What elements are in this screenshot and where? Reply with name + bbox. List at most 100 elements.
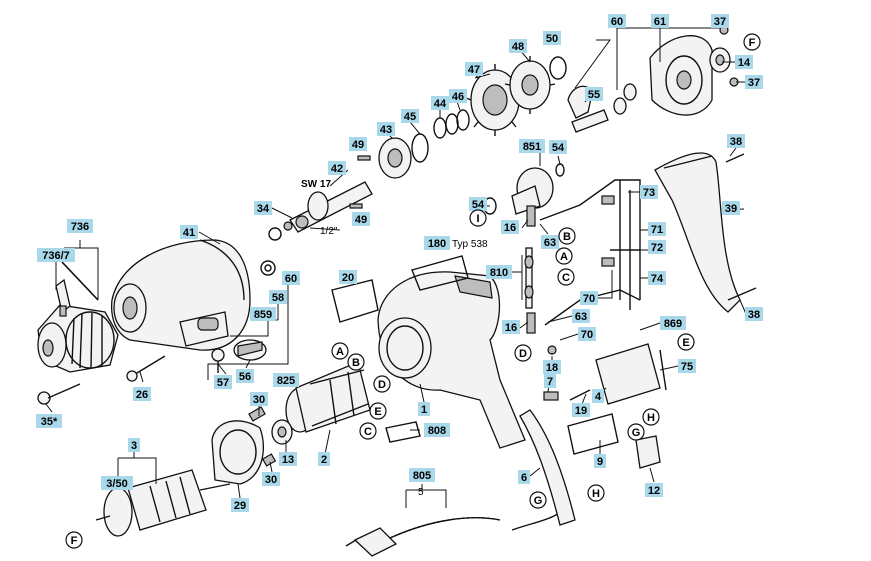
label-75: 75	[678, 359, 696, 373]
label-3: 3	[128, 438, 140, 452]
svg-text:54: 54	[552, 142, 565, 154]
screw-26	[126, 355, 166, 382]
circle-b-wiring: B	[558, 227, 576, 245]
label-1: 1	[418, 402, 430, 416]
circle-e-stator: E	[369, 402, 387, 420]
svg-text:30: 30	[265, 474, 277, 486]
svg-text:39: 39	[725, 203, 737, 215]
label-47: 47	[465, 62, 483, 76]
svg-text:38: 38	[748, 309, 760, 321]
svg-text:13: 13	[282, 454, 294, 466]
svg-text:19: 19	[575, 405, 587, 417]
svg-text:B: B	[352, 357, 360, 369]
label-57: 57	[214, 375, 232, 389]
label-35: 35*	[36, 414, 62, 428]
label-810: 810	[486, 265, 512, 279]
svg-text:29: 29	[234, 500, 246, 512]
svg-text:60: 60	[611, 16, 623, 28]
svg-text:2: 2	[321, 454, 327, 466]
svg-text:808: 808	[428, 425, 446, 437]
svg-text:3: 3	[131, 440, 137, 452]
svg-text:A: A	[336, 346, 344, 358]
thread-size-note: 1/2"	[320, 226, 338, 237]
label-73: 73	[640, 185, 658, 199]
reference-circles: F F A B D E C I B A C D E H G G H	[65, 33, 761, 549]
label-63: 63	[541, 235, 559, 249]
label-736: 736	[67, 219, 93, 233]
circle-a-wiring: A	[555, 247, 573, 265]
label-55: 55	[585, 87, 603, 101]
label-4: 4	[592, 389, 604, 403]
label-70: 70	[580, 291, 598, 305]
label-20: 20	[339, 270, 357, 284]
svg-text:869: 869	[664, 318, 682, 330]
svg-text:50: 50	[546, 33, 558, 45]
circle-c-wiring: C	[557, 268, 575, 286]
svg-text:18: 18	[546, 362, 558, 374]
label-180: 180	[424, 236, 450, 250]
svg-text:H: H	[592, 488, 600, 500]
label-54b: 54	[469, 197, 487, 211]
label-808: 808	[424, 423, 450, 437]
label-37b: 37	[745, 75, 763, 89]
label-61: 61	[651, 14, 669, 28]
label-48: 48	[509, 39, 527, 53]
svg-text:B: B	[563, 231, 571, 243]
label-825: 825	[273, 373, 299, 387]
label-736-7: 736/7	[37, 248, 75, 262]
svg-text:H: H	[647, 412, 655, 424]
svg-text:42: 42	[331, 163, 343, 175]
circle-g-switch: G	[627, 423, 645, 441]
svg-text:F: F	[749, 37, 756, 49]
stator	[285, 361, 371, 433]
svg-text:49: 49	[352, 139, 364, 151]
label-805: 805	[409, 468, 435, 482]
svg-text:851: 851	[523, 141, 541, 153]
svg-text:54: 54	[472, 199, 485, 211]
svg-text:9: 9	[597, 456, 603, 468]
svg-text:49: 49	[355, 214, 367, 226]
svg-text:38: 38	[730, 136, 742, 148]
svg-text:3/50: 3/50	[106, 478, 127, 490]
label-60: 60	[608, 14, 626, 28]
svg-text:12: 12	[648, 485, 660, 497]
svg-text:45: 45	[404, 111, 416, 123]
svg-text:48: 48	[512, 41, 524, 53]
circle-h-switch: H	[642, 408, 660, 426]
svg-text:70: 70	[583, 293, 595, 305]
circle-d-switch: D	[514, 344, 532, 362]
svg-text:C: C	[364, 426, 372, 438]
bearings-60	[613, 83, 637, 115]
svg-text:16: 16	[504, 222, 516, 234]
label-30: 30	[250, 392, 268, 406]
label-54: 54	[549, 140, 567, 154]
wiring-group	[524, 179, 641, 334]
svg-text:37: 37	[714, 16, 726, 28]
label-56: 56	[236, 369, 254, 383]
label-6: 6	[518, 470, 530, 484]
svg-text:859: 859	[254, 309, 272, 321]
gear-cover	[649, 35, 713, 116]
svg-text:63: 63	[575, 311, 587, 323]
svg-text:4: 4	[595, 391, 602, 403]
svg-text:72: 72	[651, 242, 663, 254]
label-3-50: 3/50	[101, 476, 133, 490]
label-50: 50	[543, 31, 561, 45]
svg-text:A: A	[560, 251, 568, 263]
svg-text:180: 180	[428, 238, 446, 250]
chuck-key	[55, 261, 99, 317]
label-43: 43	[377, 122, 395, 136]
circle-i: I	[469, 209, 487, 227]
svg-text:C: C	[562, 272, 570, 284]
label-34: 34	[254, 201, 272, 215]
circle-f-top: F	[743, 33, 761, 51]
label-71: 71	[648, 222, 666, 236]
label-30b: 30	[262, 472, 280, 486]
bearing-43	[378, 133, 429, 179]
label-869: 869	[660, 316, 686, 330]
label-16: 16	[501, 220, 519, 234]
svg-text:F: F	[71, 535, 78, 547]
label-41: 41	[180, 225, 198, 239]
label-37: 37	[711, 14, 729, 28]
